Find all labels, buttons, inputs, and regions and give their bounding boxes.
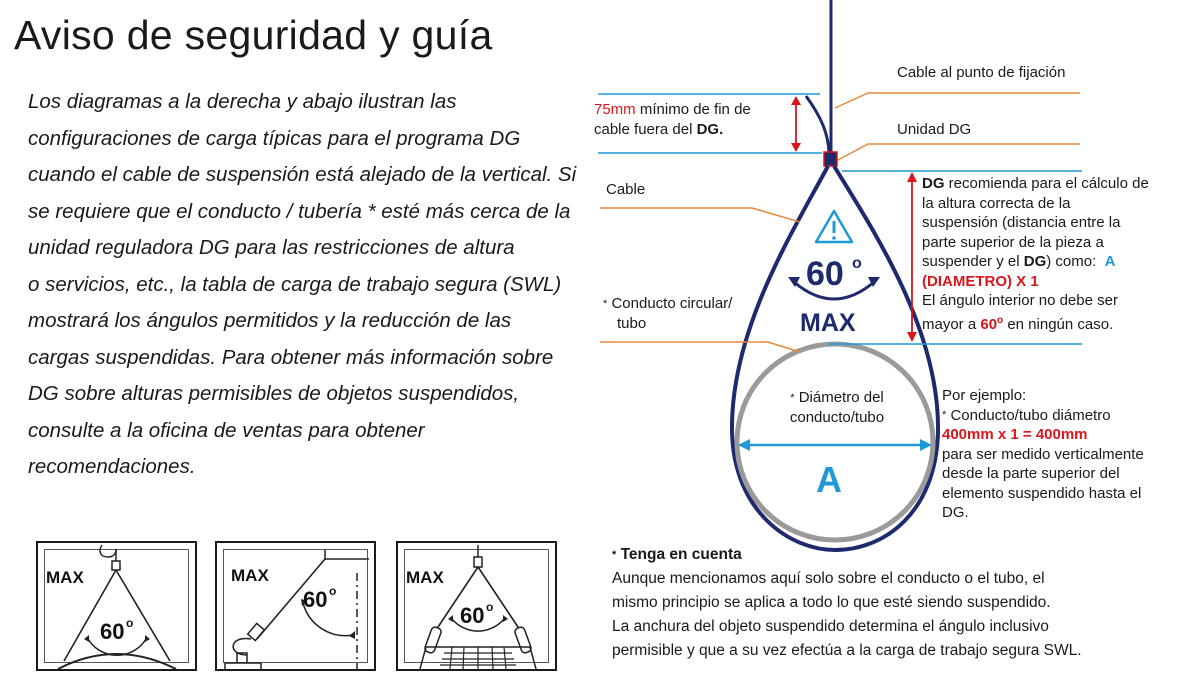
note-section: * Tenga en cuenta Aunque mencionamos aqu… (612, 543, 1172, 663)
thumbnail-2-degree: o (329, 584, 336, 598)
label-cable-fixing: Cable al punto de fijación (897, 64, 1066, 81)
thumbnail-1-angle: 60 (100, 619, 124, 644)
leader-conduit (600, 341, 801, 353)
label-dg-unit: Unidad DG (897, 121, 972, 138)
page-title: Aviso de seguridad y guía (14, 12, 493, 58)
dg-unit-block (823, 151, 838, 167)
thumbnail-frame (404, 549, 549, 663)
thumbnail-single-hook: MAX 60 o (36, 541, 197, 671)
note-line-2: mismo principio se aplica a todo lo que … (612, 594, 1051, 611)
leader-cable (600, 207, 801, 223)
intro-text: Los diagramas a la derecha y abajo ilust… (28, 84, 578, 486)
main-angle-value: 60 (806, 255, 844, 293)
label-diameter: * Diámetro del conducto/tubo (789, 389, 885, 426)
label-tail-minimum: 75mm mínimo de fin de cable fuera del DG… (594, 101, 751, 138)
main-angle-degree: o (852, 255, 862, 272)
cable-tail (804, 95, 831, 153)
warning-icon (814, 209, 854, 244)
note-line-3: La anchura del objeto suspendido determi… (612, 618, 1049, 635)
thumbnail-wall-bracket: MAX 60 o (215, 541, 376, 671)
recommendation-text: DG recomienda para el cálculo de la altu… (922, 175, 1149, 333)
label-conduit: * Conducto circular/ tubo (603, 295, 733, 332)
note-line-4: permisible y que a su vez efectúa a la c… (612, 642, 1082, 659)
thumbnail-2-angle: 60 (303, 587, 327, 612)
note-heading: * Tenga en cuenta (612, 546, 742, 563)
suspension-loop (729, 164, 941, 553)
thumbnail-3-angle: 60 (460, 603, 484, 628)
leader-dg-unit (837, 143, 1080, 161)
thumbnail-1-drawing: MAX 60 o (46, 544, 177, 669)
tail-length-value: 75mm (594, 101, 636, 118)
thumbnail-1-degree: o (126, 616, 133, 630)
thumbnail-3-max: MAX (406, 568, 444, 587)
leader-cable-fixing (834, 92, 1080, 109)
thumbnail-2-drawing: MAX 60 o (224, 549, 369, 669)
thumbnail-cable-tray: MAX 60 o (396, 541, 557, 671)
conduit-circle (734, 341, 936, 543)
main-max-label: MAX (800, 309, 856, 337)
thumbnail-3-degree: o (486, 600, 493, 614)
intro-paragraph-2: o servicios, etc., la tabla de carga de … (28, 272, 562, 479)
note-line-1: Aunque mencionamos aquí solo sobre el co… (612, 570, 1045, 587)
intro-paragraph-1: Los diagramas a la derecha y abajo ilust… (28, 90, 577, 259)
example-text: Por ejemplo: * Conducto/tubo diámetro 40… (942, 387, 1144, 521)
thumbnail-2-max: MAX (231, 566, 269, 585)
thumbnail-3-drawing: MAX 60 o (406, 545, 537, 669)
thumbnail-1-max: MAX (46, 568, 84, 587)
angle-arc (793, 280, 875, 301)
label-cable: Cable (606, 181, 646, 198)
thumbnail-frame (223, 549, 368, 663)
diameter-letter: A (816, 459, 842, 500)
